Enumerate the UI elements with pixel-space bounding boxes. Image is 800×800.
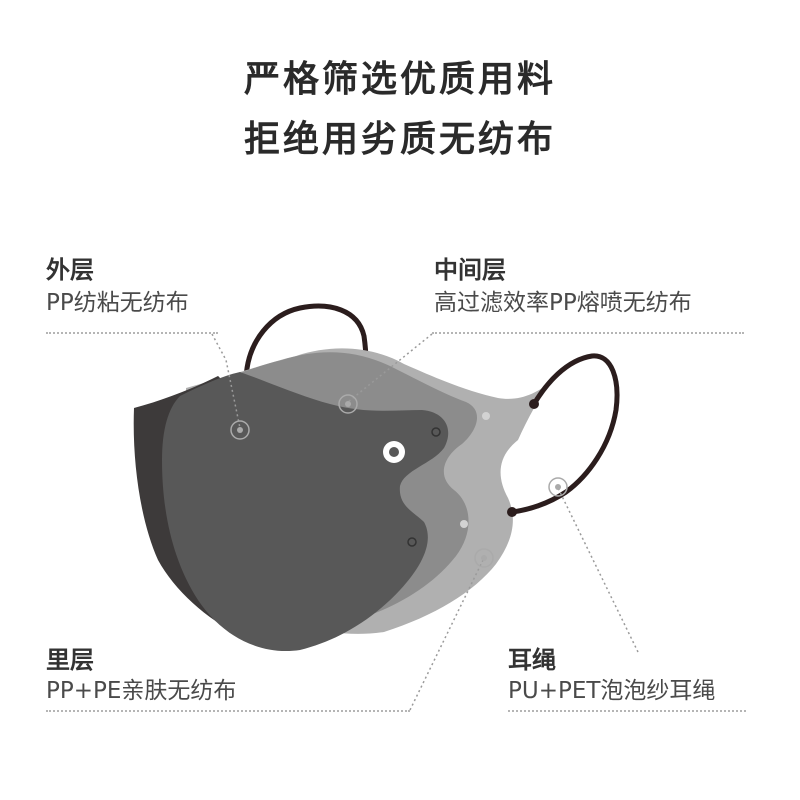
leader-marker-icon bbox=[230, 394, 568, 568]
inner-layer-title: 里层 bbox=[46, 646, 94, 674]
outer-layer-divider bbox=[46, 332, 218, 334]
ear-loop-divider bbox=[508, 710, 746, 712]
middle-layer-title: 中间层 bbox=[434, 256, 506, 284]
outer-layer-desc: PP纺粘无纺布 bbox=[46, 290, 189, 316]
valve-icon bbox=[383, 441, 405, 463]
ear-loop-title: 耳绳 bbox=[508, 646, 556, 674]
middle-layer-desc: 高过滤效率PP熔喷无纺布 bbox=[434, 290, 692, 316]
outer-layer-shape bbox=[162, 372, 449, 652]
headline-line-2: 拒绝用劣质无纺布 bbox=[243, 119, 556, 160]
ear-loop-back bbox=[243, 303, 369, 381]
ear-loop-desc: PU+PET泡泡纱耳绳 bbox=[508, 678, 716, 704]
outer-layer-title: 外层 bbox=[46, 256, 94, 284]
ear-loop-front bbox=[509, 353, 620, 515]
leader-lines bbox=[211, 333, 639, 711]
middle-layer-divider bbox=[432, 332, 744, 334]
inner-layer-divider bbox=[46, 710, 410, 712]
inner-layer-desc: PP+PE亲肤无纺布 bbox=[46, 678, 237, 704]
headline-line-1: 严格筛选优质用料 bbox=[243, 59, 556, 100]
